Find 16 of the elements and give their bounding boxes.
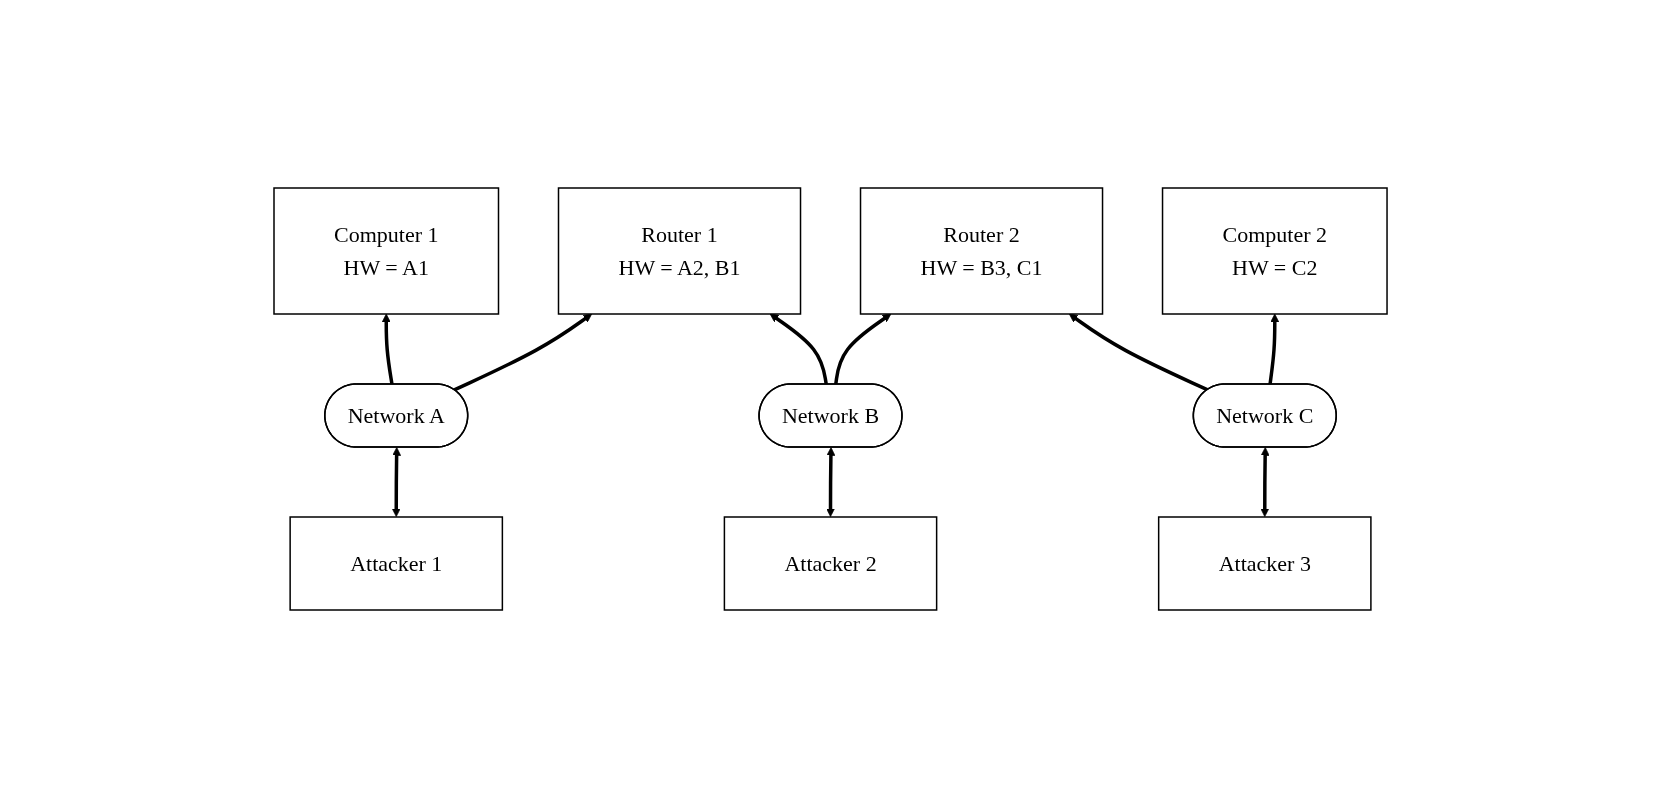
- node-box: Router 2 HW = B3, C1: [859, 186, 1104, 315]
- arrow: [1068, 313, 1209, 391]
- arrow: [826, 446, 836, 517]
- node-box: Router 1 HW = A2, B1: [557, 186, 802, 315]
- arrow: [834, 313, 892, 385]
- arrow: [1268, 313, 1280, 385]
- arrow: [769, 313, 828, 385]
- node-box: Computer 2 HW = C2: [1161, 186, 1388, 315]
- node-box: Attacker 1: [289, 515, 504, 611]
- arrow: [391, 446, 401, 517]
- arrow: [381, 313, 394, 385]
- arrow: [453, 313, 593, 391]
- node-box: Attacker 3: [1157, 515, 1372, 611]
- node-box: Computer 1 HW = A1: [273, 186, 500, 315]
- arrow: [1260, 446, 1270, 517]
- node-box: Attacker 2: [723, 515, 938, 611]
